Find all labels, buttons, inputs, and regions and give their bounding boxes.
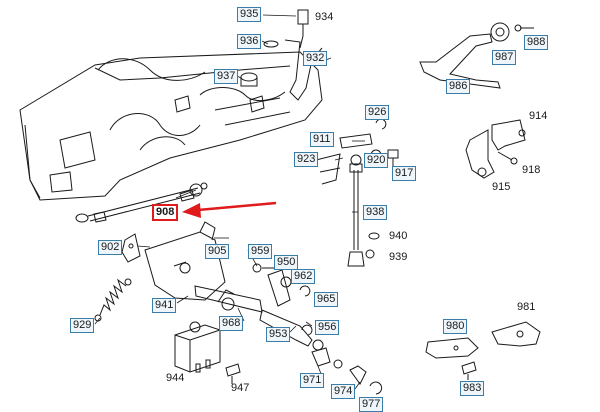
part-label-915: 915 [492, 181, 511, 193]
leader-lines [94, 14, 385, 390]
engine-head-drawing [19, 51, 323, 201]
switch-944-drawing [174, 321, 241, 384]
part-label-944: 944 [166, 372, 185, 384]
part-label-908[interactable]: 908 [152, 204, 179, 221]
part-label-941[interactable]: 941 [152, 298, 177, 313]
part-label-923[interactable]: 923 [294, 152, 319, 167]
part-label-986[interactable]: 986 [446, 79, 471, 94]
part-label-974[interactable]: 974 [331, 384, 356, 399]
linkage-911-drawing [315, 118, 399, 185]
part-label-947: 947 [231, 382, 250, 394]
bracket-986-drawing [419, 22, 534, 89]
part-label-938[interactable]: 938 [363, 205, 388, 220]
part-label-968[interactable]: 968 [219, 316, 244, 331]
part-label-929[interactable]: 929 [70, 318, 95, 333]
part-label-959[interactable]: 959 [248, 244, 273, 259]
rod-938-drawing [347, 163, 380, 267]
part-label-977[interactable]: 977 [359, 397, 384, 412]
part-label-962[interactable]: 962 [291, 269, 316, 284]
part-label-939: 939 [389, 251, 408, 263]
part-label-905[interactable]: 905 [205, 244, 230, 259]
lower-linkage-drawing [121, 221, 383, 395]
part-label-965[interactable]: 965 [314, 292, 339, 307]
part-label-926[interactable]: 926 [365, 105, 390, 120]
part-label-917[interactable]: 917 [392, 166, 417, 181]
part-label-950[interactable]: 950 [274, 255, 299, 270]
part-label-932[interactable]: 932 [303, 51, 328, 66]
part-label-953[interactable]: 953 [266, 327, 291, 342]
part-label-934: 934 [315, 11, 334, 23]
part-label-911[interactable]: 911 [310, 132, 334, 147]
part-label-920[interactable]: 920 [364, 153, 389, 168]
bracket-980-drawing [425, 321, 541, 380]
highlight-arrow [182, 201, 277, 218]
part-label-902[interactable]: 902 [98, 240, 123, 255]
part-label-918: 918 [522, 164, 541, 176]
part-label-988[interactable]: 988 [524, 35, 549, 50]
bracket-915-drawing [465, 119, 526, 179]
part-label-980[interactable]: 980 [443, 319, 468, 334]
spring-929-drawing [94, 278, 132, 322]
part-label-940: 940 [389, 230, 408, 242]
part-label-936[interactable]: 936 [237, 34, 262, 49]
part-label-987[interactable]: 987 [492, 50, 517, 65]
part-label-914: 914 [529, 110, 548, 122]
part-label-956[interactable]: 956 [315, 320, 340, 335]
part-label-983[interactable]: 983 [460, 381, 485, 396]
part-label-937[interactable]: 937 [214, 69, 239, 84]
connecting-rod-908-drawing [75, 182, 208, 223]
part-label-971[interactable]: 971 [300, 373, 325, 388]
part-label-981: 981 [517, 301, 536, 313]
part-label-935[interactable]: 935 [237, 7, 262, 22]
